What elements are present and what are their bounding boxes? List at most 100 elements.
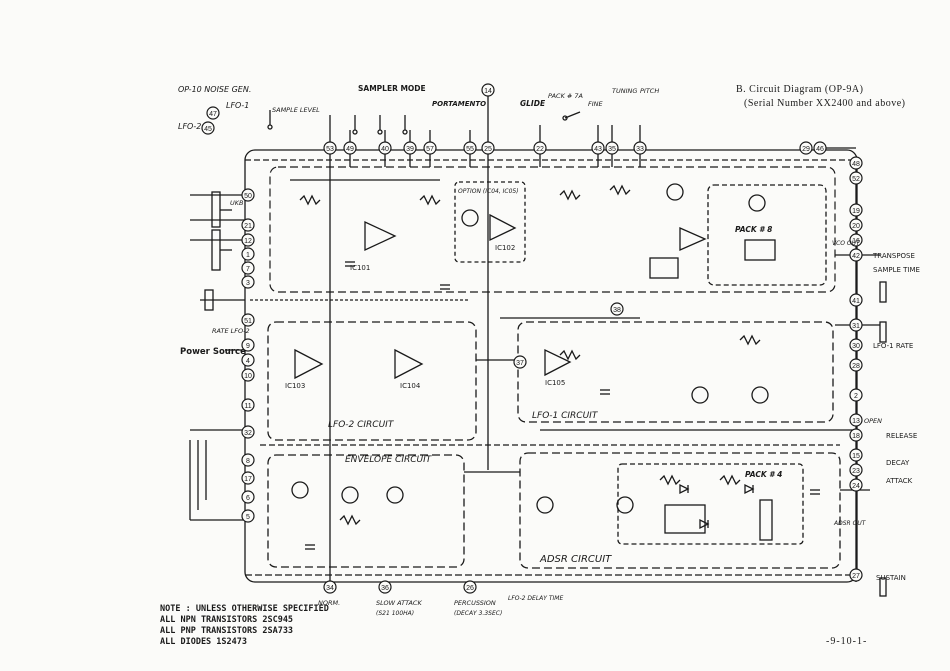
svg-text:30: 30 bbox=[852, 343, 860, 350]
svg-text:50: 50 bbox=[244, 193, 252, 200]
svg-text:12: 12 bbox=[244, 238, 252, 245]
potentiometer-symbol bbox=[211, 229, 232, 271]
label-sampler-mode: SAMPLER MODE bbox=[358, 84, 426, 93]
svg-text:42: 42 bbox=[852, 253, 860, 260]
terminal-2: 2 bbox=[849, 388, 863, 402]
label-percussion: PERCUSSION bbox=[454, 599, 496, 607]
svg-text:28: 28 bbox=[852, 363, 860, 370]
ic-package bbox=[649, 257, 679, 279]
terminal-51: 51 bbox=[241, 313, 255, 327]
terminal-18: 18 bbox=[849, 428, 863, 442]
svg-text:33: 33 bbox=[636, 146, 644, 153]
terminal-37: 37 bbox=[513, 355, 527, 369]
envelope-circuit-title: ENVELOPE CIRCUIT bbox=[345, 455, 433, 465]
terminal-5: 5 bbox=[241, 509, 255, 523]
option-border bbox=[454, 181, 526, 263]
lfo1-circuit-title: LFO-1 CIRCUIT bbox=[532, 411, 599, 421]
svg-text:5: 5 bbox=[246, 514, 250, 521]
svg-text:2: 2 bbox=[854, 393, 858, 400]
terminal-20: 20 bbox=[849, 218, 863, 232]
label-percussion-sub: (DECAY 3.3SEC) bbox=[454, 610, 502, 617]
svg-text:8: 8 bbox=[246, 458, 250, 465]
label-attack: ATTACK bbox=[886, 477, 913, 485]
notes-block: NOTE : UNLESS OTHERWISE SPECIFIED ALL NP… bbox=[160, 604, 329, 648]
svg-text:24: 24 bbox=[852, 483, 860, 490]
terminal-55: 55 bbox=[463, 141, 477, 155]
svg-text:52: 52 bbox=[852, 176, 860, 183]
vco-block-border bbox=[269, 166, 836, 293]
ic-label-ic101: IC101 bbox=[350, 264, 370, 272]
svg-text:57: 57 bbox=[426, 146, 434, 153]
terminal-49: 49 bbox=[343, 141, 357, 155]
svg-text:18: 18 bbox=[852, 433, 860, 440]
transistor-symbol bbox=[616, 496, 634, 514]
terminal-43: 43 bbox=[591, 141, 605, 155]
terminal-47: 47 bbox=[206, 106, 220, 120]
note-line: ALL DIODES 1S2473 bbox=[160, 637, 247, 647]
terminal-1: 1 bbox=[241, 247, 255, 261]
transistor-symbol bbox=[386, 486, 404, 504]
terminal-15: 15 bbox=[849, 448, 863, 462]
diagram-title: B. Circuit Diagram (OP-9A) bbox=[736, 84, 864, 95]
label-sample-time: SAMPLE TIME bbox=[873, 266, 920, 274]
note-line: NOTE : UNLESS OTHERWISE SPECIFIED bbox=[160, 604, 329, 614]
terminal-41: 41 bbox=[849, 293, 863, 307]
terminal-7: 7 bbox=[241, 261, 255, 275]
terminal-16: 16 bbox=[849, 233, 863, 247]
terminal-26: 26 bbox=[463, 580, 477, 594]
svg-text:47: 47 bbox=[209, 111, 217, 118]
svg-text:43: 43 bbox=[594, 146, 602, 153]
pack4-title: PACK # 4 bbox=[745, 470, 782, 479]
svg-text:20: 20 bbox=[852, 223, 860, 230]
label-pitch: PITCH bbox=[640, 87, 659, 95]
label-release: RELEASE bbox=[886, 432, 917, 440]
resistor-symbol bbox=[559, 189, 581, 201]
terminal-28: 28 bbox=[849, 358, 863, 372]
terminal-12: 12 bbox=[241, 233, 255, 247]
transistor-symbol bbox=[751, 386, 769, 404]
potentiometer-symbol bbox=[879, 281, 887, 303]
label-noise-gen: OP-10 NOISE GEN. bbox=[178, 85, 251, 94]
svg-text:39: 39 bbox=[406, 146, 414, 153]
svg-text:3: 3 bbox=[246, 280, 250, 287]
terminal-31: 31 bbox=[849, 318, 863, 332]
svg-text:29: 29 bbox=[802, 146, 810, 153]
svg-text:36: 36 bbox=[381, 585, 389, 592]
opamp-ic101 bbox=[364, 220, 397, 252]
label-portamento: PORTAMENTO bbox=[432, 100, 486, 108]
svg-text:9: 9 bbox=[246, 343, 250, 350]
terminal-48: 48 bbox=[849, 156, 863, 170]
transistor-symbol bbox=[341, 486, 359, 504]
svg-text:22: 22 bbox=[536, 146, 544, 153]
terminal-35: 35 bbox=[605, 141, 619, 155]
label-tuning: TUNING bbox=[612, 87, 637, 95]
terminal-45: 45 bbox=[201, 121, 215, 135]
terminal-53: 53 bbox=[323, 141, 337, 155]
resistor-symbol bbox=[719, 474, 741, 486]
capacitor-symbol bbox=[810, 489, 820, 495]
label-lfo2-delay: LFO-2 DELAY TIME bbox=[508, 595, 563, 602]
terminal-10: 10 bbox=[241, 368, 255, 382]
svg-text:48: 48 bbox=[852, 161, 860, 168]
capacitor-symbol bbox=[440, 284, 450, 290]
label-ukb: UKB bbox=[230, 199, 244, 207]
label-norm: NORM. bbox=[318, 599, 340, 607]
svg-text:46: 46 bbox=[816, 146, 824, 153]
svg-text:6: 6 bbox=[246, 495, 250, 502]
svg-text:34: 34 bbox=[326, 585, 334, 592]
label-vco-out: VCO OUT bbox=[832, 240, 861, 247]
switch-symbol bbox=[352, 115, 358, 135]
svg-text:1: 1 bbox=[246, 252, 250, 259]
diode-symbol bbox=[679, 483, 690, 495]
terminal-3: 3 bbox=[241, 275, 255, 289]
svg-text:38: 38 bbox=[613, 307, 621, 314]
terminal-23: 23 bbox=[849, 463, 863, 477]
label-slow-attack-sub: (S21 100HA) bbox=[376, 610, 414, 617]
ic-package bbox=[744, 239, 776, 261]
svg-text:32: 32 bbox=[244, 430, 252, 437]
terminal-4: 4 bbox=[241, 353, 255, 367]
lfo2-circuit-title: LFO-2 CIRCUIT bbox=[328, 420, 395, 430]
terminal-24: 24 bbox=[849, 478, 863, 492]
label-slow-attack: SLOW ATTACK bbox=[376, 599, 422, 607]
